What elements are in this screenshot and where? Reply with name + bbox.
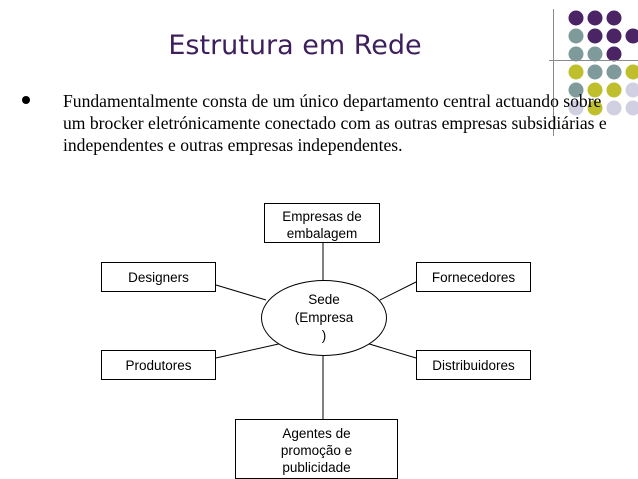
decor-dot — [587, 64, 603, 80]
connector-right-bottom — [365, 342, 417, 359]
center-node-sede: Sede (Empresa ) — [261, 280, 387, 356]
node-agentes-de-promocao: Agentes de promoção e publicidade — [235, 419, 398, 479]
decor-dot — [568, 10, 584, 26]
connector-left-top — [215, 284, 267, 301]
decor-dot — [587, 46, 603, 62]
decor-dot — [606, 46, 622, 62]
bullet-marker — [22, 96, 30, 104]
decor-dot — [625, 82, 638, 98]
decor-dot — [587, 10, 603, 26]
decor-dot — [625, 64, 638, 80]
decor-dot — [606, 100, 622, 116]
decor-dot — [606, 10, 622, 26]
decor-dot — [587, 100, 603, 116]
node-designers: Designers — [101, 262, 216, 292]
decorative-vertical-line — [553, 9, 554, 136]
decor-dot — [625, 100, 638, 116]
node-fornecedores: Fornecedores — [416, 262, 531, 292]
decor-dot — [587, 82, 603, 98]
decor-dot — [625, 28, 638, 44]
decor-dot — [606, 82, 622, 98]
decor-dot — [568, 64, 584, 80]
decor-dot — [587, 28, 603, 44]
decorative-horizontal-line — [549, 60, 638, 61]
decor-dot — [568, 100, 584, 116]
decor-dot — [568, 28, 584, 44]
node-distribuidores: Distribuidores — [416, 350, 531, 380]
connector-left-bottom — [215, 342, 284, 359]
node-produtores: Produtores — [101, 350, 216, 380]
bullet-text: Fundamentalmente consta de um único depa… — [63, 91, 607, 155]
connector-right-top — [379, 281, 417, 301]
node-empresas-de-embalagem: Empresas de embalagem — [264, 203, 380, 243]
decor-dot — [568, 46, 584, 62]
decorative-dot-grid — [568, 10, 638, 116]
decor-dot — [568, 82, 584, 98]
slide-title: Estrutura em Rede — [168, 30, 422, 61]
decor-dot — [606, 28, 622, 44]
decor-dot — [606, 64, 622, 80]
